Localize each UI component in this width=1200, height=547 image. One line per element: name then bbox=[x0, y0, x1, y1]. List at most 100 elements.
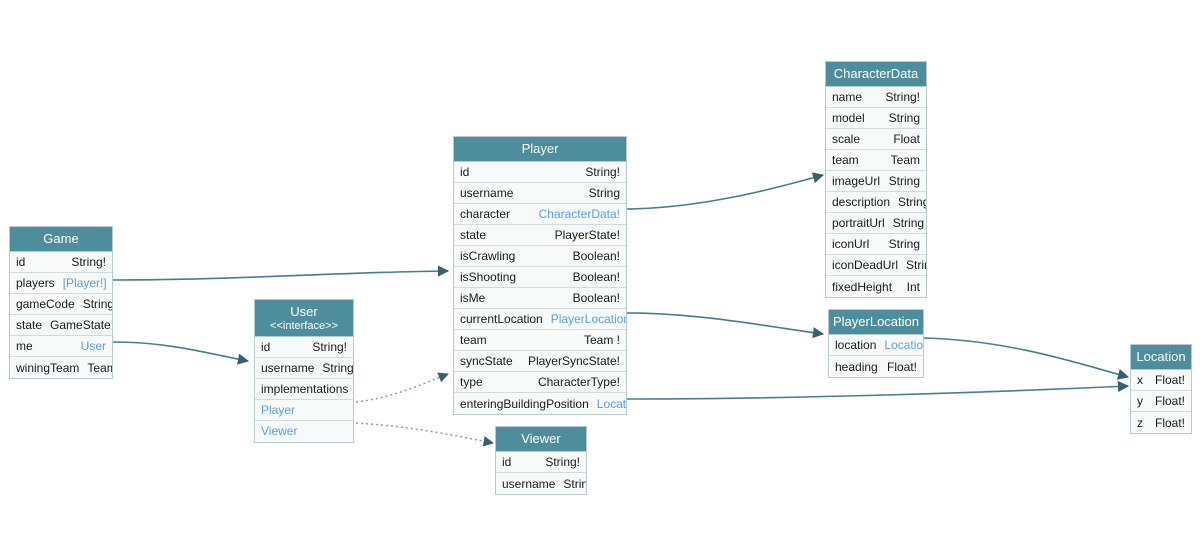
table-row[interactable]: winingTeam Team bbox=[10, 357, 112, 378]
table-row[interactable]: state GameState! bbox=[10, 315, 112, 337]
field-name: character bbox=[460, 207, 511, 222]
table-row[interactable]: z Float! bbox=[1131, 412, 1191, 433]
table-row[interactable]: team Team bbox=[826, 150, 926, 172]
field-name[interactable]: Viewer bbox=[261, 424, 298, 439]
field-type[interactable]: User bbox=[80, 339, 106, 354]
field-type[interactable]: Location bbox=[596, 396, 626, 411]
field-name: winingTeam bbox=[16, 360, 80, 375]
field-type: Float! bbox=[1154, 394, 1185, 409]
entity-game-title: Game bbox=[10, 227, 112, 253]
entity-player[interactable]: Player id String! username String charac… bbox=[453, 136, 627, 416]
field-name: fixedHeight bbox=[832, 279, 893, 294]
table-row[interactable]: username String bbox=[454, 183, 626, 205]
field-type: Boolean! bbox=[572, 291, 620, 306]
entity-playerlocation[interactable]: PlayerLocation location Location! headin… bbox=[828, 309, 924, 379]
table-row[interactable]: name String! bbox=[826, 87, 926, 109]
entity-location[interactable]: Location x Float! y Float! z Float! bbox=[1130, 344, 1192, 435]
field-name: portraitUrl bbox=[832, 216, 885, 231]
edge-game-players-to-player bbox=[112, 265, 450, 281]
entity-characterdata[interactable]: CharacterData name String! model String … bbox=[825, 61, 927, 299]
table-row[interactable]: type CharacterType! bbox=[454, 372, 626, 394]
field-name: enteringBuildingPosition bbox=[460, 396, 589, 411]
table-row[interactable]: me User bbox=[10, 336, 112, 358]
table-row[interactable]: imageUrl String bbox=[826, 171, 926, 193]
entity-game[interactable]: Game id String! players [Player!] gameCo… bbox=[9, 226, 113, 380]
field-name: currentLocation bbox=[460, 312, 543, 327]
field-type: Team ! bbox=[583, 333, 620, 348]
table-row[interactable]: location Location! bbox=[829, 335, 923, 357]
table-row[interactable]: syncState PlayerSyncState! bbox=[454, 351, 626, 373]
table-row[interactable]: username String bbox=[255, 358, 353, 379]
field-type[interactable]: PlayerLocation! bbox=[550, 312, 626, 327]
entity-player-title: Player bbox=[454, 137, 626, 163]
entity-location-title: Location bbox=[1131, 345, 1191, 371]
field-name: username bbox=[460, 186, 514, 201]
field-type: String! bbox=[585, 165, 620, 180]
table-row[interactable]: iconDeadUrl String bbox=[826, 255, 926, 277]
field-type: PlayerState! bbox=[554, 228, 620, 243]
table-row[interactable]: isShooting Boolean! bbox=[454, 267, 626, 289]
field-name[interactable]: Player bbox=[261, 402, 296, 417]
table-row[interactable]: heading Float! bbox=[829, 356, 923, 377]
table-row[interactable]: id String! bbox=[454, 162, 626, 184]
field-name: id bbox=[460, 165, 470, 180]
field-name: id bbox=[16, 255, 26, 270]
table-row[interactable]: currentLocation PlayerLocation! bbox=[454, 309, 626, 331]
field-type: String bbox=[892, 216, 925, 231]
field-name: model bbox=[832, 111, 865, 126]
table-row[interactable]: team Team ! bbox=[454, 330, 626, 352]
field-type: PlayerSyncState! bbox=[527, 354, 620, 369]
field-name: imageUrl bbox=[832, 174, 881, 189]
table-row[interactable]: iconUrl String bbox=[826, 234, 926, 256]
field-type: Float! bbox=[1154, 415, 1185, 430]
table-row[interactable]: y Float! bbox=[1131, 391, 1191, 413]
table-row[interactable]: username String bbox=[496, 473, 586, 494]
edge-player-character-to-characterdata bbox=[626, 172, 825, 210]
field-name: isCrawling bbox=[460, 249, 516, 264]
field-name: iconDeadUrl bbox=[832, 258, 899, 273]
field-name: team bbox=[832, 153, 859, 168]
field-type: String! bbox=[82, 297, 112, 312]
table-row-implementations-header: implementations bbox=[255, 379, 353, 400]
entity-viewer-title: Viewer bbox=[496, 427, 586, 453]
table-row[interactable]: id String! bbox=[496, 452, 586, 474]
field-name: isMe bbox=[460, 291, 486, 306]
table-row[interactable]: state PlayerState! bbox=[454, 225, 626, 247]
edge-user-player-implementation bbox=[355, 372, 449, 403]
field-type: String! bbox=[312, 339, 347, 354]
table-row[interactable]: gameCode String! bbox=[10, 294, 112, 316]
entity-characterdata-title: CharacterData bbox=[826, 62, 926, 88]
table-row-implementation-viewer[interactable]: Viewer bbox=[255, 421, 353, 442]
field-type[interactable]: CharacterData! bbox=[538, 207, 620, 222]
field-name: team bbox=[460, 333, 487, 348]
field-type: Boolean! bbox=[572, 270, 620, 285]
field-name: players bbox=[16, 276, 55, 291]
table-row[interactable]: character CharacterData! bbox=[454, 204, 626, 226]
field-type[interactable]: Location! bbox=[884, 338, 923, 353]
table-row[interactable]: players [Player!] bbox=[10, 273, 112, 295]
table-row[interactable]: isCrawling Boolean! bbox=[454, 246, 626, 268]
field-name: me bbox=[16, 339, 33, 354]
field-name: description bbox=[832, 195, 891, 210]
table-row[interactable]: portraitUrl String bbox=[826, 213, 926, 235]
entity-user[interactable]: User <<interface>> id String! username S… bbox=[254, 299, 354, 443]
field-name: syncState bbox=[460, 354, 513, 369]
field-type: String bbox=[898, 195, 926, 210]
table-row[interactable]: fixedHeight Int bbox=[826, 276, 926, 297]
field-name: id bbox=[502, 455, 512, 470]
field-name: gameCode bbox=[16, 297, 75, 312]
table-row[interactable]: description String bbox=[826, 192, 926, 214]
table-row-implementation-player[interactable]: Player bbox=[255, 400, 353, 421]
table-row[interactable]: scale Float bbox=[826, 129, 926, 151]
table-row[interactable]: id String! bbox=[10, 252, 112, 274]
table-row[interactable]: model String bbox=[826, 108, 926, 130]
table-row[interactable]: enteringBuildingPosition Location bbox=[454, 393, 626, 414]
table-row[interactable]: x Float! bbox=[1131, 370, 1191, 392]
field-type: String bbox=[588, 186, 620, 201]
table-row[interactable]: isMe Boolean! bbox=[454, 288, 626, 310]
field-type: Team bbox=[87, 360, 112, 375]
entity-viewer[interactable]: Viewer id String! username String bbox=[495, 426, 587, 496]
field-type[interactable]: [Player!] bbox=[62, 276, 107, 291]
field-type: String bbox=[888, 111, 920, 126]
table-row[interactable]: id String! bbox=[255, 337, 353, 358]
